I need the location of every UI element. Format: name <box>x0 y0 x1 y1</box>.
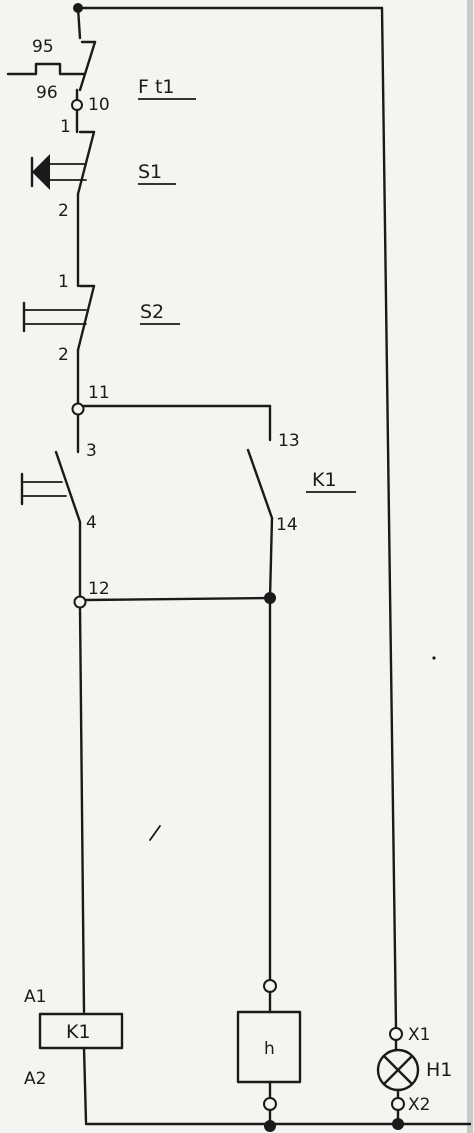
pin-label-a1: A1 <box>24 987 46 1007</box>
node-11: 11 <box>71 383 272 442</box>
stop-button-s1: 1 2 S1 <box>30 108 176 288</box>
terminal-label-x1: X1 <box>408 1025 430 1045</box>
device-label-k1-aux: K1 <box>312 469 337 491</box>
pin-label-k1-14: 14 <box>276 515 298 535</box>
terminal-label-11: 11 <box>88 383 110 403</box>
pin-label-a2: A2 <box>24 1069 46 1089</box>
terminal-label-12: 12 <box>88 579 110 599</box>
overload-contact-ft1: 95 96 10 F t1 <box>6 37 196 115</box>
terminal-hour-meter-top <box>263 979 277 993</box>
junction-dot <box>264 592 276 604</box>
pin-label-s2-2: 2 <box>58 345 69 365</box>
contactor-aux-contact-k1: 13 14 K1 <box>246 431 356 600</box>
contactor-coil-k1: K1 A1 A2 <box>24 987 124 1124</box>
device-label-h: h <box>264 1039 275 1059</box>
junction-dot <box>264 1120 276 1132</box>
terminal-x2 <box>391 1097 405 1111</box>
pin-label-start-4: 4 <box>86 513 97 533</box>
device-label-s2: S2 <box>140 301 164 323</box>
stop-button-s2: 1 2 S2 <box>22 272 180 405</box>
device-label-ft1: F t1 <box>138 76 175 98</box>
thermal-actuator-icon <box>6 62 86 76</box>
junction-dot <box>73 3 83 13</box>
pen-mark <box>432 656 436 660</box>
terminal-hour-meter-bottom <box>263 1097 277 1111</box>
terminal-11 <box>71 402 85 416</box>
device-label-k1-coil: K1 <box>66 1021 91 1043</box>
pin-label-s1-1: 1 <box>60 117 71 137</box>
mushroom-head-icon <box>32 154 50 190</box>
lamp-h1: X1 X2 H1 <box>376 1025 452 1130</box>
pin-label-s1-2: 2 <box>58 201 69 221</box>
wire-to-coil <box>78 606 86 1014</box>
device-label-s1: S1 <box>138 161 162 183</box>
pin-label-start-3: 3 <box>86 441 97 461</box>
node-12: 12 <box>73 579 276 609</box>
pin-label-k1-13: 13 <box>278 431 300 451</box>
terminal-12 <box>73 595 87 609</box>
supply-rail-top <box>73 3 398 1030</box>
terminal-label-96: 96 <box>36 83 58 103</box>
hour-meter-h: h <box>236 979 302 1132</box>
pin-label-s2-1: 1 <box>58 272 69 292</box>
start-button: 3 4 <box>20 413 97 598</box>
terminal-label-95: 95 <box>32 37 54 57</box>
device-label-h1: H1 <box>426 1059 452 1081</box>
pen-mark <box>149 825 161 841</box>
terminal-label-10: 10 <box>88 95 110 115</box>
terminal-label-x2: X2 <box>408 1095 430 1115</box>
terminal-x1 <box>389 1027 403 1041</box>
terminal-10 <box>71 99 83 111</box>
